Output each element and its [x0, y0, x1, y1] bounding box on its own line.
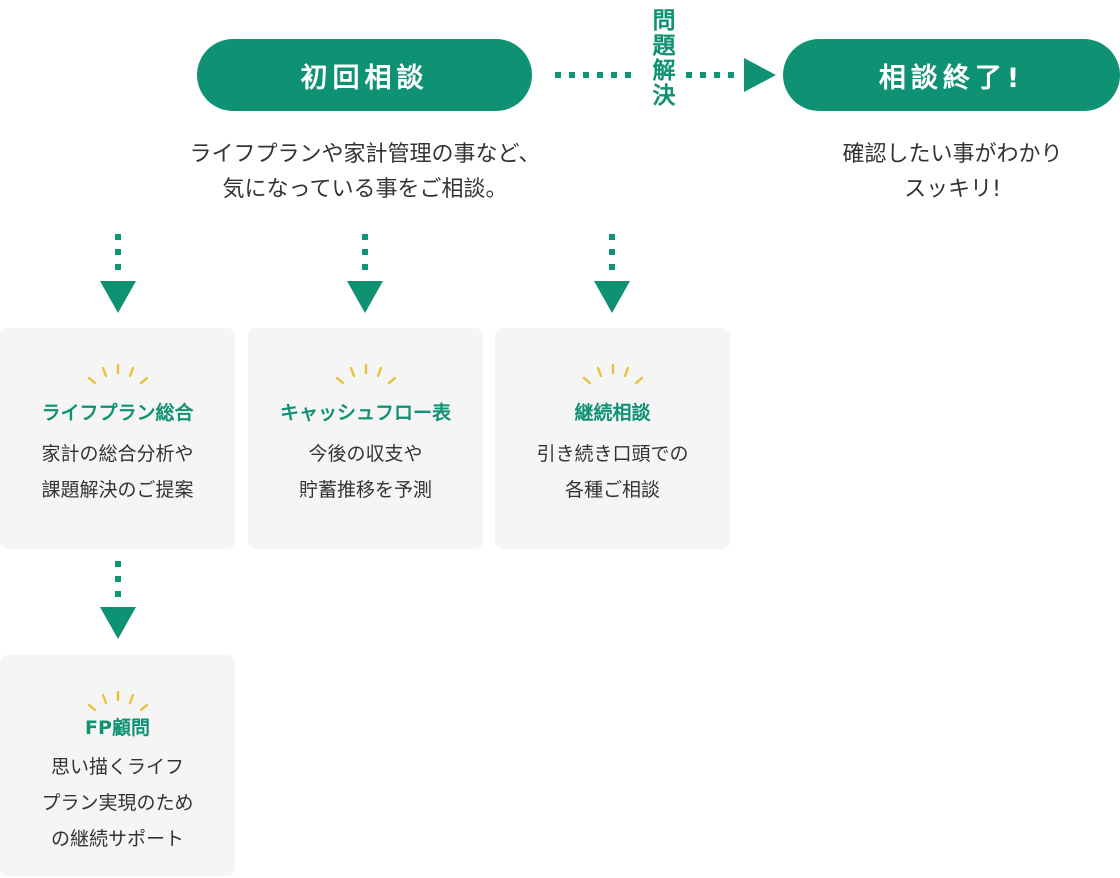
end-node: 相談終了!: [783, 39, 1120, 111]
card-title: FP顧問: [85, 717, 150, 739]
arrow-right-icon: [744, 58, 776, 92]
start-caption-line: ライフプランや家計管理の事など、: [189, 142, 541, 167]
start-caption-line: 気になっている事をご相談。: [222, 177, 508, 202]
start-caption: ライフプランや家計管理の事など、 気になっている事をご相談。: [130, 137, 600, 207]
start-node-label: 初回相談: [300, 62, 429, 94]
card-description-line: 家計の総合分析や: [41, 443, 194, 465]
end-caption-line: スッキリ!: [904, 177, 1001, 202]
start-node: 初回相談: [197, 39, 532, 111]
sparkle-icon: [335, 364, 396, 385]
option-card: FP顧問 思い描くライフ プラン実現のため の継続サポート: [0, 655, 235, 876]
card-description: 家計の総合分析や 課題解決のご提案: [0, 436, 235, 508]
card-description-line: 各種ご相談: [564, 479, 660, 501]
card-description-line: 思い描くライフ: [50, 756, 184, 778]
card-description: 今後の収支や 貯蓄推移を予測: [248, 436, 483, 508]
arrow-down-icon: [100, 607, 136, 639]
card-title: ライフプラン総合: [41, 402, 194, 424]
card-description-line: 貯蓄推移を予測: [298, 479, 432, 501]
branch-label: 問題解決: [648, 8, 674, 108]
end-caption: 確認したい事がわかり スッキリ!: [790, 137, 1115, 207]
card-title: 継続相談: [574, 402, 651, 424]
option-card: ライフプラン総合 家計の総合分析や 課題解決のご提案: [0, 328, 235, 549]
sparkle-icon: [582, 364, 643, 385]
arrow-down-icon: [594, 281, 630, 313]
card-title: キャッシュフロー表: [279, 402, 451, 424]
card-description: 思い描くライフ プラン実現のため の継続サポート: [0, 749, 235, 857]
sparkle-icon: [87, 364, 148, 385]
card-description-line: の継続サポート: [50, 828, 184, 850]
card-description-line: 課題解決のご提案: [41, 479, 194, 501]
card-description-line: 引き続き口頭での: [536, 443, 689, 465]
end-caption-line: 確認したい事がわかり: [842, 142, 1063, 167]
option-card: キャッシュフロー表 今後の収支や 貯蓄推移を予測: [248, 328, 483, 549]
end-node-label: 相談終了!: [878, 62, 1025, 94]
sparkle-icon: [87, 691, 148, 712]
card-description: 引き続き口頭での 各種ご相談: [495, 436, 730, 508]
arrow-down-icon: [100, 281, 136, 313]
card-description-line: プラン実現のため: [41, 792, 194, 814]
arrow-down-icon: [347, 281, 383, 313]
option-card: 継続相談 引き続き口頭での 各種ご相談: [495, 328, 730, 549]
card-description-line: 今後の収支や: [308, 443, 423, 465]
